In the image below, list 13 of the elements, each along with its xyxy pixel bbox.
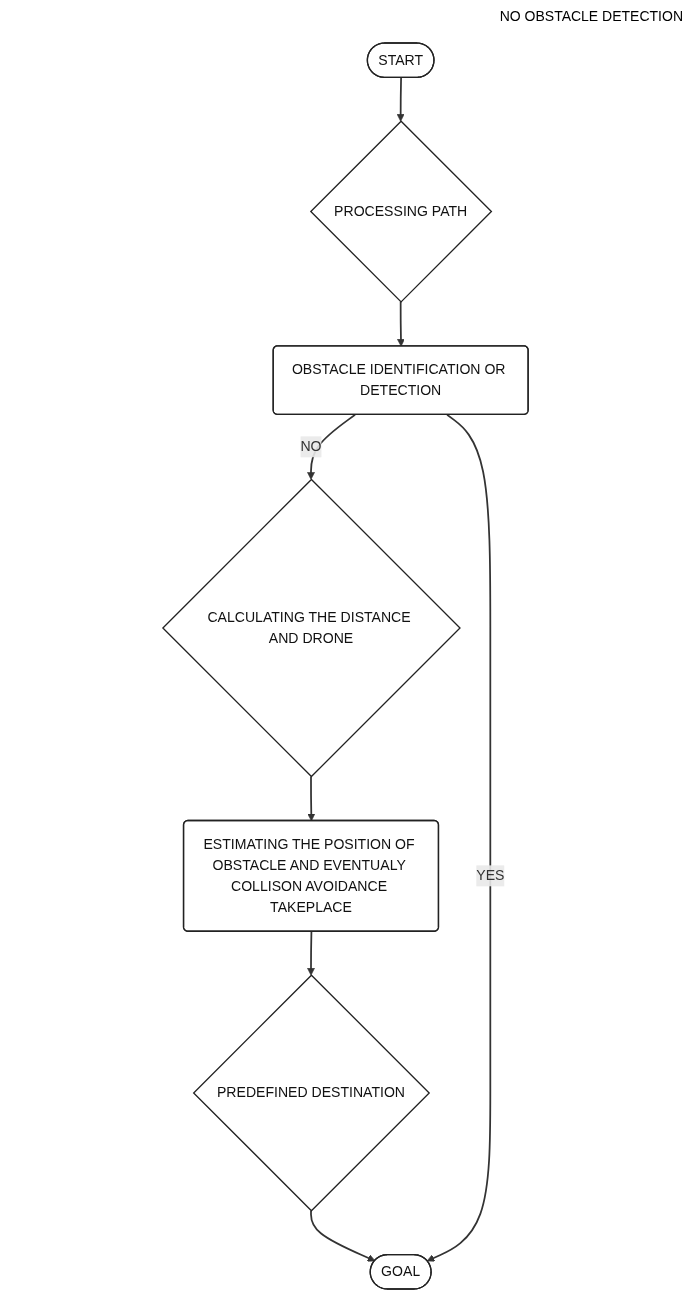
edge-label: NO [300,438,322,454]
arrow [307,775,316,822]
arrow [310,1209,376,1262]
arrow [396,76,405,122]
node-diamond: PROCESSING PATH [309,120,493,303]
arrow [426,413,492,1262]
arrow [307,930,315,976]
note-text: NO OBSTACLE DETECTION [499,8,683,24]
arrow [307,413,356,480]
edge-label: YES [476,867,505,883]
node-diamond: CALCULATING THE DISTANCE AND DRONE [161,478,461,778]
arrow [397,300,405,347]
node-diamond: PREDEFINED DESTINATION [192,974,431,1212]
